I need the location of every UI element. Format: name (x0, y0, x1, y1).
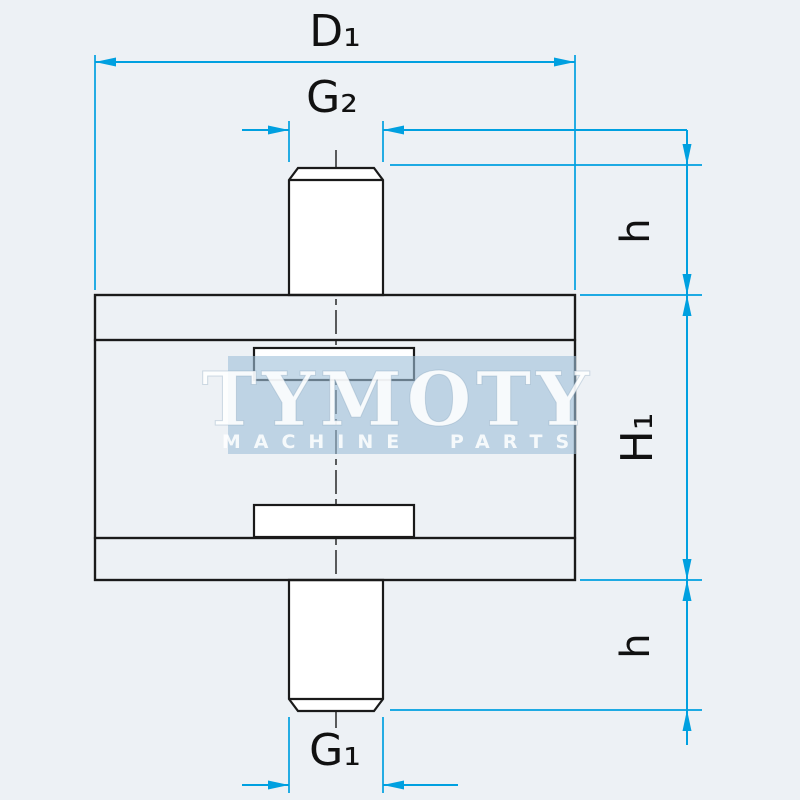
label-h-bottom: h (613, 633, 659, 658)
arrow-stud-top (682, 144, 692, 165)
label-h-top: h (613, 218, 659, 243)
g2-arrow-left (268, 125, 289, 135)
watermark-band (228, 356, 576, 454)
dimension-g2: G₂ (242, 72, 687, 162)
g1-arrow-left (268, 780, 289, 790)
arrow-body-bottom-below (682, 580, 692, 601)
dimension-right-chain: h H₁ h (390, 130, 702, 745)
g2-arrow-right (383, 125, 404, 135)
arrow-body-top-above (682, 274, 692, 295)
d1-arrow-right (554, 57, 575, 67)
label-d1: D₁ (309, 6, 361, 57)
d1-arrow-left (95, 57, 116, 67)
watermark-brand: TYMOTY (202, 357, 594, 443)
label-g1: G₁ (309, 725, 361, 776)
bottom-stud (287, 578, 385, 713)
watermark: TYMOTY MACHINE PARTS (201, 356, 594, 454)
dimension-d1: D₁ (94, 6, 576, 290)
dimension-g1: G₁ (242, 717, 458, 793)
label-g2: G₂ (306, 72, 358, 123)
watermark-tagline: MACHINE PARTS (222, 431, 582, 453)
label-h1: H₁ (612, 413, 663, 464)
bottom-thread-pocket (252, 503, 416, 539)
arrow-body-top-below (682, 295, 692, 316)
arrow-stud-bottom (682, 710, 692, 731)
arrow-body-bottom-above (682, 559, 692, 580)
g1-arrow-right (383, 780, 404, 790)
top-stud (287, 166, 385, 297)
